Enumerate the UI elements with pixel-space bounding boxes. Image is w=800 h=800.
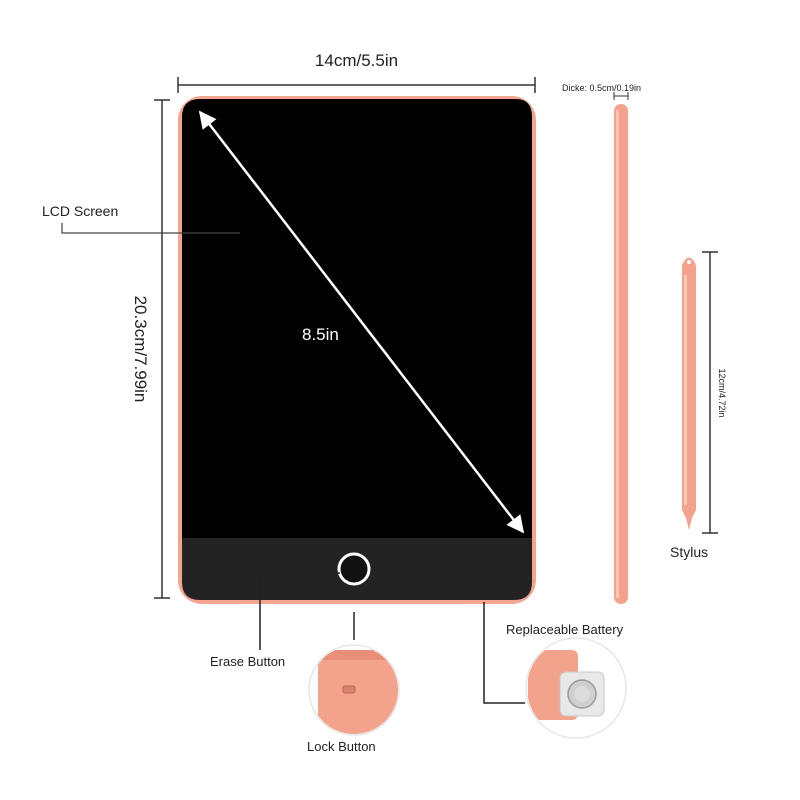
short-stylus — [682, 257, 696, 530]
long-stylus — [614, 104, 628, 604]
battery-detail — [525, 637, 627, 739]
diagonal-label: 8.5in — [302, 325, 339, 344]
replaceable-battery-label: Replaceable Battery — [506, 622, 624, 637]
lock-button-detail — [308, 644, 400, 736]
lcd-screen-label: LCD Screen — [42, 203, 119, 219]
lcd-screen — [182, 99, 532, 538]
lock-button-label: Lock Button — [307, 739, 376, 754]
battery-leader — [483, 602, 525, 704]
height-dimension-line — [154, 99, 170, 599]
erase-button-leader — [259, 572, 340, 650]
stylus-length-label: 12cm/4.72in — [717, 368, 727, 418]
stylus-length-dimension — [702, 251, 718, 534]
height-label: 20.3cm/7.99in — [131, 295, 150, 403]
erase-button-label: Erase Button — [210, 654, 286, 669]
stylus-label: Stylus — [670, 544, 709, 560]
stylus-thickness-marker — [613, 92, 629, 100]
stylus-thickness-label: Dicke: 0.5cm/0.19in — [562, 83, 642, 93]
lcd-screen-leader — [61, 223, 240, 234]
width-label: 14cm/5.5in — [314, 51, 399, 70]
erase-button — [337, 552, 371, 586]
width-dimension-line — [177, 77, 536, 93]
diagonal-arrow — [198, 110, 525, 534]
